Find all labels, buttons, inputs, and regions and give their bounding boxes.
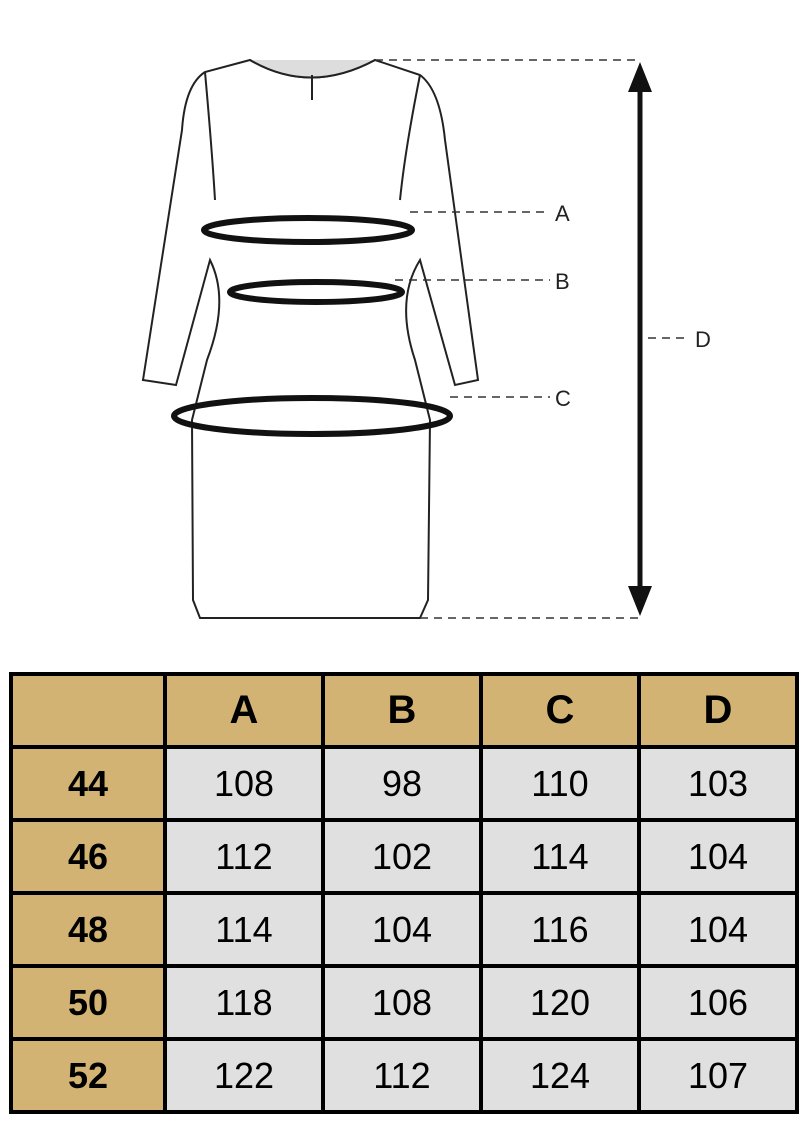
value-cell: 124 bbox=[479, 1037, 641, 1114]
measurement-loops bbox=[171, 215, 453, 437]
header-b: B bbox=[321, 672, 483, 749]
label-a: A bbox=[555, 201, 570, 226]
label-b: B bbox=[555, 269, 570, 294]
value-cell: 106 bbox=[637, 964, 799, 1041]
value-cell: 107 bbox=[637, 1037, 799, 1114]
value-cell: 116 bbox=[479, 891, 641, 968]
value-cell: 112 bbox=[321, 1037, 483, 1114]
size-cell: 48 bbox=[9, 891, 167, 968]
value-cell: 102 bbox=[321, 818, 483, 895]
value-cell: 108 bbox=[163, 745, 325, 822]
header-row: A B C D bbox=[9, 672, 799, 749]
value-cell: 103 bbox=[637, 745, 799, 822]
dress-measurement-diagram: A B C D bbox=[141, 58, 711, 619]
length-arrow bbox=[628, 62, 652, 616]
value-cell: 104 bbox=[321, 891, 483, 968]
dashed-leaders bbox=[375, 59, 690, 619]
value-cell: 114 bbox=[479, 818, 641, 895]
size-cell: 46 bbox=[9, 818, 167, 895]
value-cell: 110 bbox=[479, 745, 641, 822]
label-d: D bbox=[695, 327, 711, 352]
header-c: C bbox=[479, 672, 641, 749]
size-cell: 50 bbox=[9, 964, 167, 1041]
value-cell: 98 bbox=[321, 745, 483, 822]
label-c: C bbox=[555, 386, 571, 411]
header-d: D bbox=[637, 672, 799, 749]
size-cell: 44 bbox=[9, 745, 167, 822]
value-cell: 122 bbox=[163, 1037, 325, 1114]
value-cell: 114 bbox=[163, 891, 325, 968]
header-a: A bbox=[163, 672, 325, 749]
value-cell: 104 bbox=[637, 891, 799, 968]
value-cell: 104 bbox=[637, 818, 799, 895]
value-cell: 112 bbox=[163, 818, 325, 895]
header-corner bbox=[9, 672, 167, 749]
value-cell: 118 bbox=[163, 964, 325, 1041]
dress-outline bbox=[141, 58, 480, 619]
value-cell: 120 bbox=[479, 964, 641, 1041]
size-cell: 52 bbox=[9, 1037, 167, 1114]
value-cell: 108 bbox=[321, 964, 483, 1041]
